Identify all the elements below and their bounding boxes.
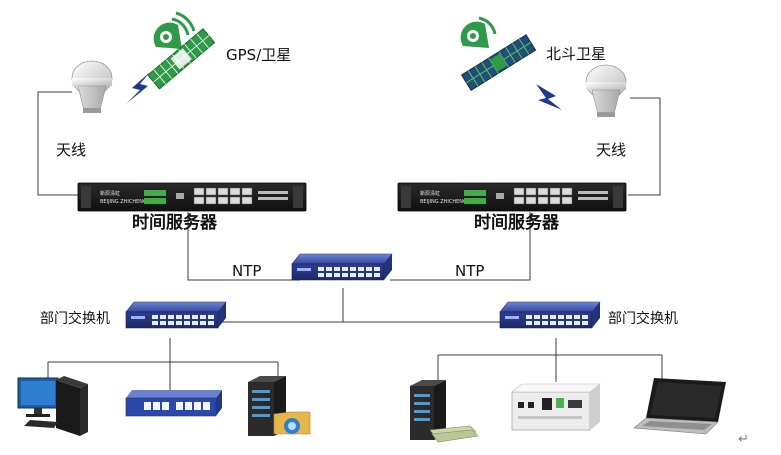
return-mark: ↵ (738, 432, 749, 447)
gps-satellite-icon (147, 11, 216, 90)
time-server-left: 新辰清虹 BEIJING ZHICHENG (77, 182, 307, 212)
dept-switch-label-right: 部门交换机 (608, 311, 678, 327)
ntp-label-left: NTP (232, 262, 262, 280)
ntp-link-right (390, 212, 531, 281)
antenna-cable-left (37, 91, 78, 196)
dept-switch-right-icon (499, 301, 601, 329)
dept-switch-label-left: 部门交换机 (40, 311, 110, 327)
signal-bolt-icon-right (536, 84, 562, 110)
antenna-icon-right (585, 64, 627, 117)
beidou-satellite-label: 北斗卫星 (546, 45, 607, 63)
svg-text:BEIJING ZHICHENG: BEIJING ZHICHENG (100, 199, 147, 205)
server-folder-icon (248, 376, 311, 436)
dept-switch-left-icon (125, 301, 227, 329)
antenna-icon-left (71, 60, 113, 113)
rack-server-cash-icon (410, 380, 479, 443)
beidou-satellite-icon (460, 16, 537, 92)
small-switch-icon (125, 390, 222, 417)
ntp-link-left (187, 212, 300, 281)
time-server-label-right: 时间服务器 (474, 213, 559, 233)
industrial-terminal-icon (511, 383, 601, 431)
ntp-label-right: NTP (455, 262, 485, 280)
time-server-label-left: 时间服务器 (132, 213, 217, 233)
server-brand-left: 新辰清虹 (100, 190, 120, 197)
signal-bolt-icon-left (126, 72, 150, 104)
time-server-right: 新辰清虹 BEIJING ZHICHENG (397, 182, 627, 212)
antenna-label-left: 天线 (56, 141, 87, 159)
laptop-icon (633, 378, 726, 435)
antenna-cable-right (628, 97, 661, 196)
server-brand-right: 新辰清虹 (420, 190, 440, 197)
core-switch-icon (291, 253, 393, 281)
gps-satellite-label: GPS/卫星 (226, 46, 292, 64)
svg-text:BEIJING ZHICHENG: BEIJING ZHICHENG (420, 199, 467, 205)
desktop-pc-icon (17, 376, 88, 436)
connection-lines (37, 91, 663, 390)
antenna-label-right: 天线 (596, 141, 627, 159)
